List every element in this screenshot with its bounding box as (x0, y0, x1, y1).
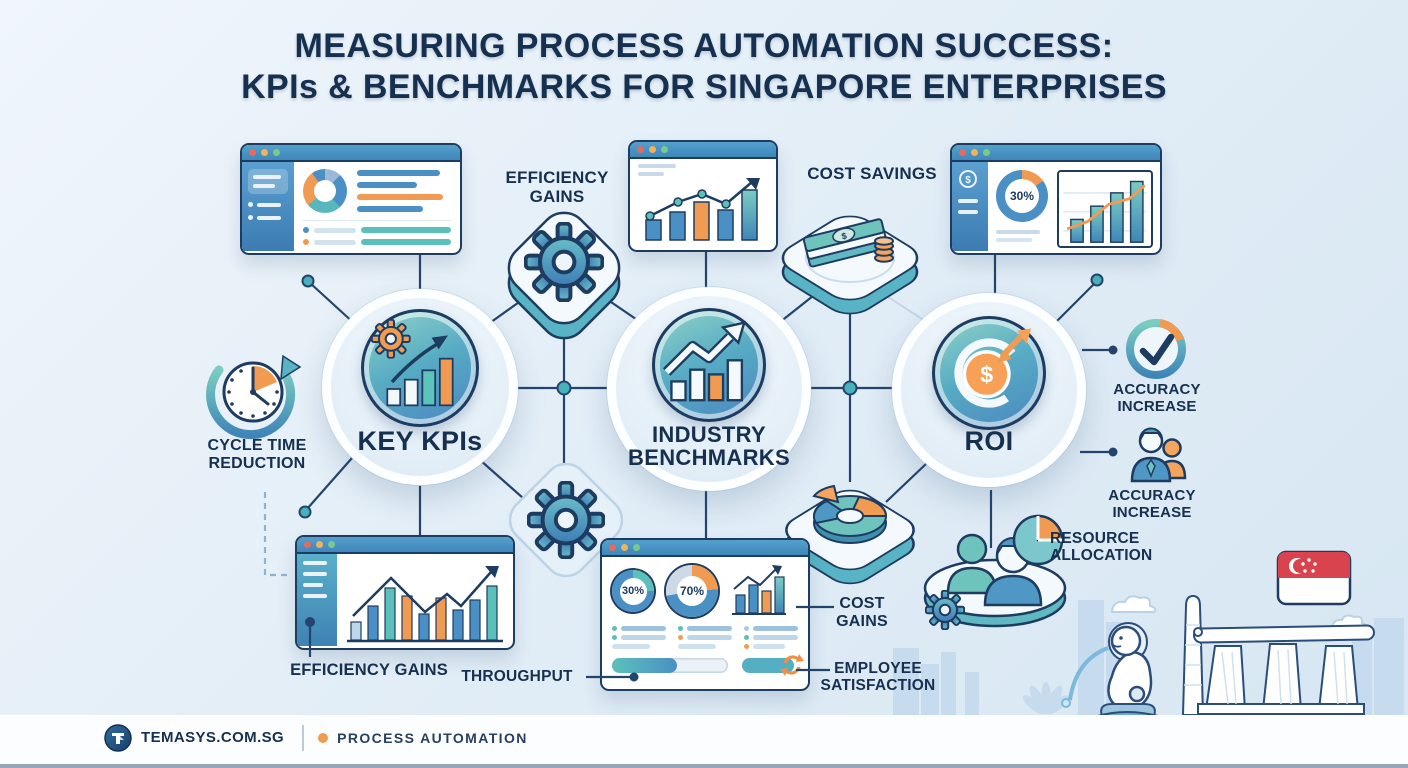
footer-divider (302, 724, 305, 751)
svg-text:$: $ (980, 361, 993, 387)
singapore-flag-icon (1276, 550, 1352, 606)
gear-icon (925, 590, 965, 630)
callout-employee-satisfaction: EMPLOYEE SATISFACTION (820, 660, 936, 695)
callout-efficiency-gains-top: EFFICIENCY GAINS (505, 168, 609, 207)
dollar-coin-icon: $ (959, 170, 977, 188)
endpoint-dot (1108, 345, 1118, 355)
node-label-key-kpis: KEY KPIs (357, 425, 483, 456)
title-line-2: KPIs & BENCHMARKS FOR SINGAPORE ENTERPRI… (241, 67, 1167, 106)
traffic-dot-green (273, 149, 280, 156)
footer-brand: TEMASYS.COM.SG (141, 729, 285, 746)
people-accuracy-icon (1130, 427, 1187, 483)
bar-line-chart (645, 178, 760, 241)
bar-trend-chart (1057, 170, 1153, 248)
dashboard-window-benchmarks: 30% 70% (600, 538, 810, 691)
page-title: MEASURING PROCESS AUTOMATION SUCCESS: KP… (0, 26, 1408, 108)
window-sidebar (297, 554, 337, 646)
dashed-connector (263, 492, 292, 577)
temasys-logo-icon (104, 723, 132, 752)
endpoint-dot (1108, 447, 1118, 457)
callout-accuracy-increase-top: ACCURACY INCREASE (1113, 381, 1201, 415)
dashboard-window-roi: $ 30% (950, 143, 1162, 255)
callout-cycle-time-reduction: CYCLE TIME REDUCTION (207, 437, 307, 472)
callout-resource-allocation: RESOURCE ALLOCATION (1050, 530, 1153, 565)
team-platform-icon (923, 514, 1067, 630)
window-titlebar (242, 145, 460, 162)
junction-dot (842, 380, 858, 396)
window-content (337, 554, 513, 646)
gear-platform-icon (507, 211, 621, 340)
callout-efficiency-gains-bottom: EFFICIENCY GAINS (290, 661, 448, 679)
donut-30-percent: 30% (612, 570, 654, 612)
sync-arrows-icon (780, 654, 804, 676)
mini-bar-chart (732, 565, 786, 615)
node-dot (298, 505, 312, 519)
callout-throughput: THROUGHPUT (461, 668, 573, 685)
node-label-roi: ROI (964, 425, 1014, 456)
node-dot (301, 274, 315, 288)
singapore-skyline-illustration (893, 594, 1404, 717)
junction-dot (556, 380, 572, 396)
satisfaction-progress-bar (742, 654, 804, 676)
window-sidebar (242, 162, 294, 251)
callout-cost-savings: COST SAVINGS (807, 164, 937, 183)
traffic-dot-red (249, 149, 256, 156)
svg-text:$: $ (840, 231, 847, 242)
node-dot (1090, 273, 1104, 287)
roi-target-icon: $ (932, 316, 1046, 430)
dashboard-window-growth-chart (628, 140, 778, 252)
kpi-growth-icon (361, 309, 479, 427)
bar-zigzag-chart (347, 566, 503, 643)
window-content: 30% 70% (602, 557, 808, 676)
benchmark-chart-icon (652, 308, 766, 422)
footer-bullet-icon (318, 732, 329, 743)
node-key-kpis: KEY KPIs (322, 289, 518, 485)
accuracy-check-icon (1126, 319, 1186, 379)
cycle-time-clock-icon (206, 354, 302, 439)
window-content (294, 162, 460, 251)
dashboard-window-efficiency (295, 535, 515, 650)
cost-savings-money-icon: $ (781, 215, 919, 315)
donut-30-percent: 30% (996, 170, 1048, 222)
node-industry-benchmarks: INDUSTRY BENCHMARKS (607, 287, 811, 491)
traffic-dot-yellow (261, 149, 268, 156)
footer-bar: TEMASYS.COM.SG PROCESS AUTOMATION (0, 715, 1408, 768)
callout-cost-gains: COST GAINS (836, 595, 888, 630)
callout-accuracy-increase-bottom: ACCURACY INCREASE (1108, 487, 1196, 521)
node-roi: $ ROI (892, 293, 1086, 487)
donut-70-percent: 70% (666, 565, 718, 617)
throughput-progress-bar (612, 658, 728, 673)
window-sidebar: $ (952, 162, 988, 251)
node-label-industry-benchmarks: INDUSTRY BENCHMARKS (628, 421, 790, 471)
window-content: 30% (988, 162, 1160, 251)
title-line-1: MEASURING PROCESS AUTOMATION SUCCESS: (294, 27, 1114, 65)
footer-tagline: PROCESS AUTOMATION (337, 729, 528, 746)
svg-text:$: $ (965, 175, 971, 186)
merlion-icon (1061, 622, 1159, 717)
dashboard-window-analytics (240, 143, 462, 255)
donut-chart-icon (303, 169, 347, 213)
